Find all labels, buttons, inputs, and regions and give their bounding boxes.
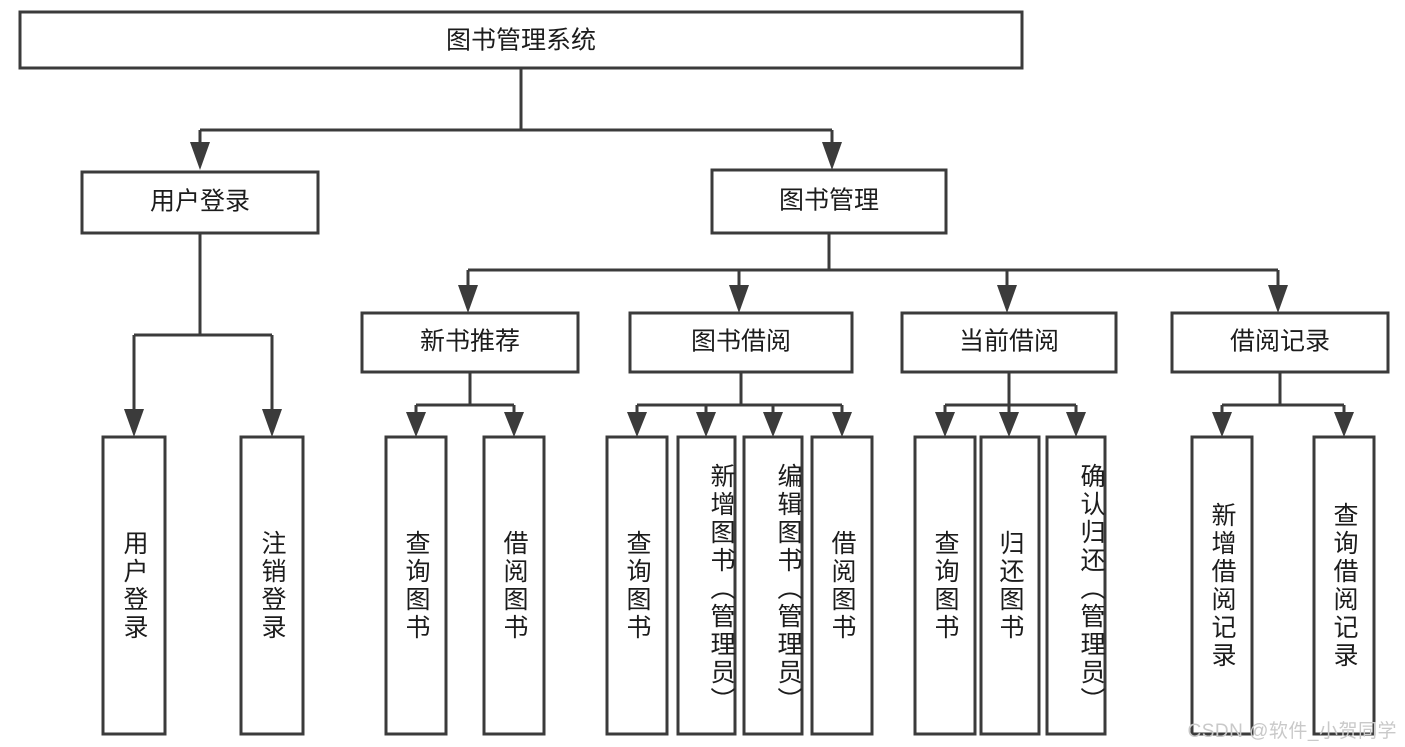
arrowhead-icon bbox=[1268, 285, 1288, 313]
node-current-borrow-label: 当前借阅 bbox=[959, 328, 1059, 356]
connector-userlogin-to-leaves bbox=[124, 233, 282, 437]
node-book-management[interactable]: 图书管理 bbox=[710, 168, 948, 235]
connector-bookborrow-to-leaves bbox=[627, 372, 852, 437]
leaf-box[interactable] bbox=[101, 435, 167, 736]
node-book-management-label: 图书管理 bbox=[779, 187, 879, 215]
arrowhead-icon bbox=[997, 285, 1017, 313]
connector-root-to-level2 bbox=[190, 68, 842, 170]
node-new-book-recommend-label: 新书推荐 bbox=[420, 328, 520, 356]
arrowhead-icon bbox=[822, 142, 842, 170]
leaf-box[interactable] bbox=[482, 435, 546, 736]
arrowhead-icon bbox=[1066, 412, 1086, 437]
leaf-box[interactable] bbox=[1045, 435, 1107, 736]
node-borrow-record[interactable]: 借阅记录 bbox=[1170, 311, 1390, 374]
leaf-box[interactable] bbox=[742, 435, 804, 736]
leaf-box[interactable] bbox=[810, 435, 874, 736]
leaf-box[interactable] bbox=[676, 435, 737, 736]
arrowhead-icon bbox=[262, 409, 282, 437]
leaf-box[interactable] bbox=[384, 435, 448, 736]
node-new-book-recommend[interactable]: 新书推荐 bbox=[360, 311, 580, 374]
connector-borrowrecord-to-leaves bbox=[1212, 372, 1354, 437]
node-root-label: 图书管理系统 bbox=[446, 27, 596, 55]
connector-bookmgmt-to-level3 bbox=[458, 233, 1288, 313]
node-book-borrow-label: 图书借阅 bbox=[691, 328, 791, 356]
arrowhead-icon bbox=[763, 412, 783, 437]
leaf-box[interactable] bbox=[1190, 435, 1254, 736]
arrowhead-icon bbox=[406, 412, 426, 437]
leaf-box[interactable] bbox=[979, 435, 1041, 736]
leaf-boxes bbox=[101, 435, 1376, 736]
node-user-login-label: 用户登录 bbox=[150, 188, 250, 216]
connector-currentborrow-to-leaves bbox=[935, 372, 1086, 437]
node-borrow-record-label: 借阅记录 bbox=[1230, 328, 1330, 356]
node-user-login[interactable]: 用户登录 bbox=[80, 170, 320, 235]
arrowhead-icon bbox=[190, 142, 210, 170]
arrowhead-icon bbox=[504, 412, 524, 437]
arrowhead-icon bbox=[935, 412, 955, 437]
leaf-box[interactable] bbox=[913, 435, 977, 736]
arrowhead-icon bbox=[458, 285, 478, 313]
connector-newbook-to-leaves bbox=[406, 372, 524, 437]
arrowhead-icon bbox=[1334, 412, 1354, 437]
leaf-box[interactable] bbox=[605, 435, 669, 736]
arrowhead-icon bbox=[729, 285, 749, 313]
arrowhead-icon bbox=[627, 412, 647, 437]
node-current-borrow[interactable]: 当前借阅 bbox=[900, 311, 1118, 374]
leaf-box[interactable] bbox=[239, 435, 305, 736]
watermark-text: CSDN @软件_小贺同学 bbox=[1187, 721, 1397, 742]
arrowhead-icon bbox=[1212, 412, 1232, 437]
arrowhead-icon bbox=[999, 412, 1019, 437]
arrowhead-icon bbox=[832, 412, 852, 437]
arrowhead-icon bbox=[124, 409, 144, 437]
leaf-box[interactable] bbox=[1312, 435, 1376, 736]
node-book-borrow[interactable]: 图书借阅 bbox=[628, 311, 854, 374]
node-root[interactable]: 图书管理系统 bbox=[18, 10, 1024, 70]
arrowhead-icon bbox=[696, 412, 716, 437]
